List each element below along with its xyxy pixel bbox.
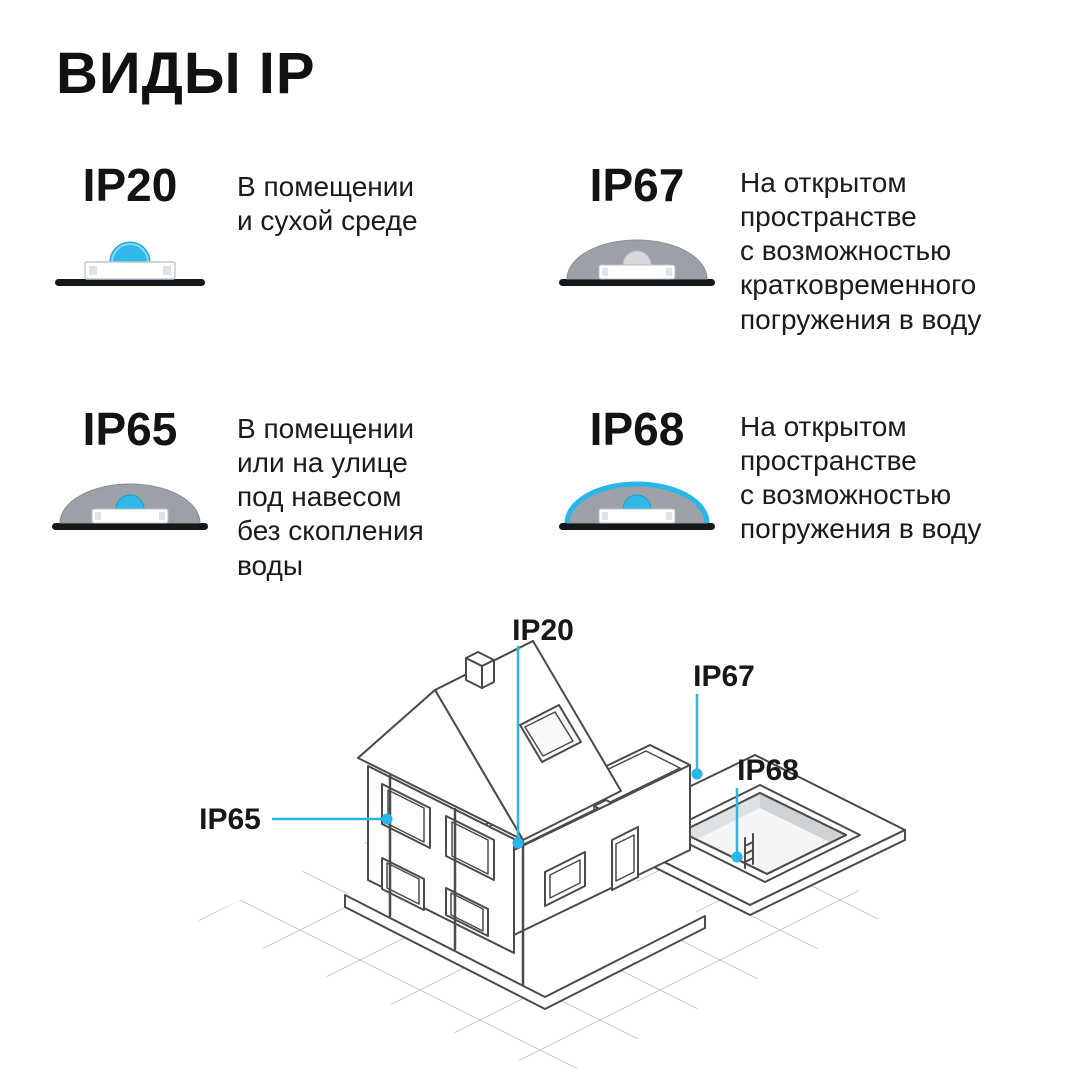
- ip65-marker-dot: [381, 813, 393, 825]
- solder-pad: [666, 512, 672, 520]
- baseline-bar: [559, 279, 715, 286]
- baseline-bar: [55, 279, 205, 286]
- swimming-pool: [664, 784, 861, 883]
- page-title: ВИДЫ IP: [56, 41, 316, 106]
- solder-pad: [666, 268, 672, 276]
- ip20-marker-dot: [512, 837, 524, 849]
- pool-ladder: [744, 833, 754, 869]
- entry-ip67: IP67: [552, 158, 722, 290]
- window: [381, 783, 431, 849]
- ip67-marker-dot: [691, 768, 703, 780]
- entry-ip20: IP20: [45, 158, 215, 290]
- ip68-code: IP68: [589, 403, 685, 455]
- led-diode-dome: [622, 250, 652, 266]
- ip20-code: IP20: [82, 159, 178, 211]
- chimney: [465, 651, 495, 689]
- ip20-description: В помещении и сухой среде: [237, 171, 418, 237]
- ip67-description: На открытом пространстве с возможностью …: [740, 167, 982, 335]
- baseline-bar: [52, 523, 208, 530]
- house-right-wall: [513, 764, 691, 936]
- solder-pad: [89, 266, 97, 275]
- led-diode-dome: [115, 494, 145, 510]
- dome-highlight: [111, 243, 149, 263]
- ip65-code: IP65: [82, 403, 178, 455]
- sealed-dome-outline: [564, 481, 710, 524]
- diagram-leaders: IP20 IP67 IP68 IP65: [199, 614, 799, 863]
- diagram-label-ip67: IP67: [693, 660, 755, 693]
- solder-pad: [602, 268, 608, 276]
- porch-posts: [388, 774, 525, 986]
- entry-ip68: IP68: [552, 402, 722, 534]
- ip68-marker-dot: [731, 851, 743, 863]
- window: [544, 851, 586, 907]
- ip68-led-strip-icon: [559, 481, 715, 530]
- house-diagram: IP20 IP67 IP68 IP65: [198, 614, 906, 1078]
- gable: [357, 689, 524, 841]
- entry-ip65: IP65: [45, 402, 215, 534]
- diagram-label-ip65: IP65: [199, 803, 261, 836]
- diagram-label-ip20: IP20: [512, 614, 574, 647]
- ip20-led-strip-icon: [55, 241, 205, 286]
- solder-pad: [159, 512, 165, 520]
- solder-pad: [163, 266, 171, 275]
- led-strip-base: [84, 261, 176, 280]
- solder-pad: [602, 512, 608, 520]
- house-front-wall: [367, 765, 515, 954]
- window: [445, 815, 495, 881]
- ip65-description: В помещении или на улице под навесом без…: [237, 413, 424, 581]
- diagram-label-ip68: IP68: [737, 754, 799, 787]
- window: [381, 857, 425, 911]
- ip65-led-strip-icon: [52, 483, 208, 530]
- window: [445, 887, 489, 937]
- baseline-bar: [559, 523, 715, 530]
- led-strip-base: [598, 508, 676, 524]
- led-diode-dome: [622, 494, 652, 510]
- ip67-code: IP67: [589, 159, 685, 211]
- ip67-led-strip-icon: [559, 239, 715, 286]
- ip68-description: На открытом пространстве с возможностью …: [740, 411, 982, 545]
- led-strip-base: [598, 264, 676, 280]
- roof-window: [519, 704, 582, 763]
- solder-pad: [95, 512, 101, 520]
- led-strip-base: [91, 508, 169, 524]
